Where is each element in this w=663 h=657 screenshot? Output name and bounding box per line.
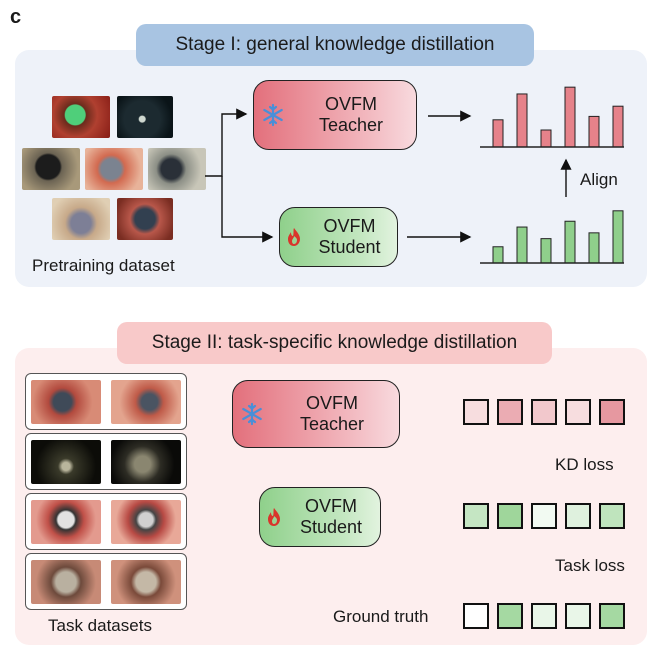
histogram-bar bbox=[516, 93, 528, 148]
histogram-bar bbox=[492, 246, 504, 264]
stage2-title: Stage II: task-specific knowledge distil… bbox=[117, 322, 552, 364]
pretraining-images bbox=[22, 96, 212, 246]
output-cell bbox=[497, 603, 523, 629]
histogram-bar bbox=[588, 232, 600, 264]
histogram-bar bbox=[612, 105, 624, 148]
student-output-histogram bbox=[480, 210, 624, 264]
output-cell bbox=[531, 399, 557, 425]
snowflake-icon bbox=[254, 103, 292, 127]
output-cell bbox=[531, 603, 557, 629]
panel-label: c bbox=[10, 6, 22, 28]
stage1-student-box: OVFM Student bbox=[279, 207, 398, 267]
student-name: OVFM bbox=[323, 216, 376, 236]
teacher-output-cells bbox=[463, 399, 625, 425]
histogram-bar bbox=[612, 210, 624, 264]
flame-icon bbox=[260, 507, 288, 527]
student-name: OVFM bbox=[305, 496, 357, 516]
histogram-bar bbox=[564, 86, 576, 148]
stage2-student-box: OVFM Student bbox=[259, 487, 381, 547]
task-dataset-box bbox=[25, 373, 187, 430]
surgical-image bbox=[52, 198, 110, 240]
stage1-title: Stage I: general knowledge distillation bbox=[136, 24, 534, 66]
histogram-bar bbox=[516, 226, 528, 264]
task-datasets-caption: Task datasets bbox=[48, 616, 152, 635]
surgical-image bbox=[31, 499, 101, 544]
kd-loss-label: KD loss bbox=[555, 455, 614, 474]
surgical-image bbox=[22, 148, 80, 190]
teacher-role: Teacher bbox=[299, 414, 365, 434]
pretraining-dataset-caption: Pretraining dataset bbox=[32, 256, 175, 275]
output-cell bbox=[463, 399, 489, 425]
surgical-image bbox=[31, 439, 101, 484]
output-cell bbox=[565, 603, 591, 629]
snowflake-icon bbox=[233, 402, 271, 426]
student-output-cells bbox=[463, 503, 625, 529]
surgical-image bbox=[148, 148, 206, 190]
surgical-image bbox=[31, 379, 101, 424]
output-cell bbox=[531, 503, 557, 529]
output-cell bbox=[565, 399, 591, 425]
task-dataset-box bbox=[25, 433, 187, 490]
surgical-image bbox=[85, 148, 143, 190]
histogram-bar bbox=[540, 238, 552, 264]
task-loss-label: Task loss bbox=[555, 556, 625, 575]
surgical-image bbox=[52, 96, 110, 138]
surgical-image bbox=[117, 198, 173, 240]
surgical-image bbox=[117, 96, 173, 138]
surgical-image bbox=[111, 439, 181, 484]
surgical-image bbox=[31, 559, 101, 604]
stage2-teacher-box: OVFM Teacher bbox=[232, 380, 400, 448]
ground-truth-cells bbox=[463, 603, 625, 629]
histogram-bar bbox=[540, 129, 552, 148]
ground-truth-label: Ground truth bbox=[333, 607, 429, 626]
output-cell bbox=[497, 399, 523, 425]
surgical-image bbox=[111, 499, 181, 544]
output-cell bbox=[599, 399, 625, 425]
task-dataset-box bbox=[25, 493, 187, 550]
student-role: Student bbox=[299, 517, 363, 537]
output-cell bbox=[565, 503, 591, 529]
histogram-bar bbox=[588, 115, 600, 148]
teacher-output-histogram bbox=[480, 86, 624, 148]
output-cell bbox=[463, 603, 489, 629]
teacher-name: OVFM bbox=[325, 94, 377, 114]
output-cell bbox=[463, 503, 489, 529]
surgical-image bbox=[111, 559, 181, 604]
teacher-role: Teacher bbox=[318, 115, 384, 135]
histogram-bar bbox=[564, 220, 576, 264]
output-cell bbox=[599, 603, 625, 629]
surgical-image bbox=[111, 379, 181, 424]
align-label: Align bbox=[580, 170, 618, 189]
stage1-teacher-box: OVFM Teacher bbox=[253, 80, 417, 150]
output-cell bbox=[599, 503, 625, 529]
task-dataset-box bbox=[25, 553, 187, 610]
histogram-bar bbox=[492, 119, 504, 148]
output-cell bbox=[497, 503, 523, 529]
flame-icon bbox=[280, 227, 308, 247]
teacher-name: OVFM bbox=[306, 393, 358, 413]
student-role: Student bbox=[318, 237, 381, 257]
